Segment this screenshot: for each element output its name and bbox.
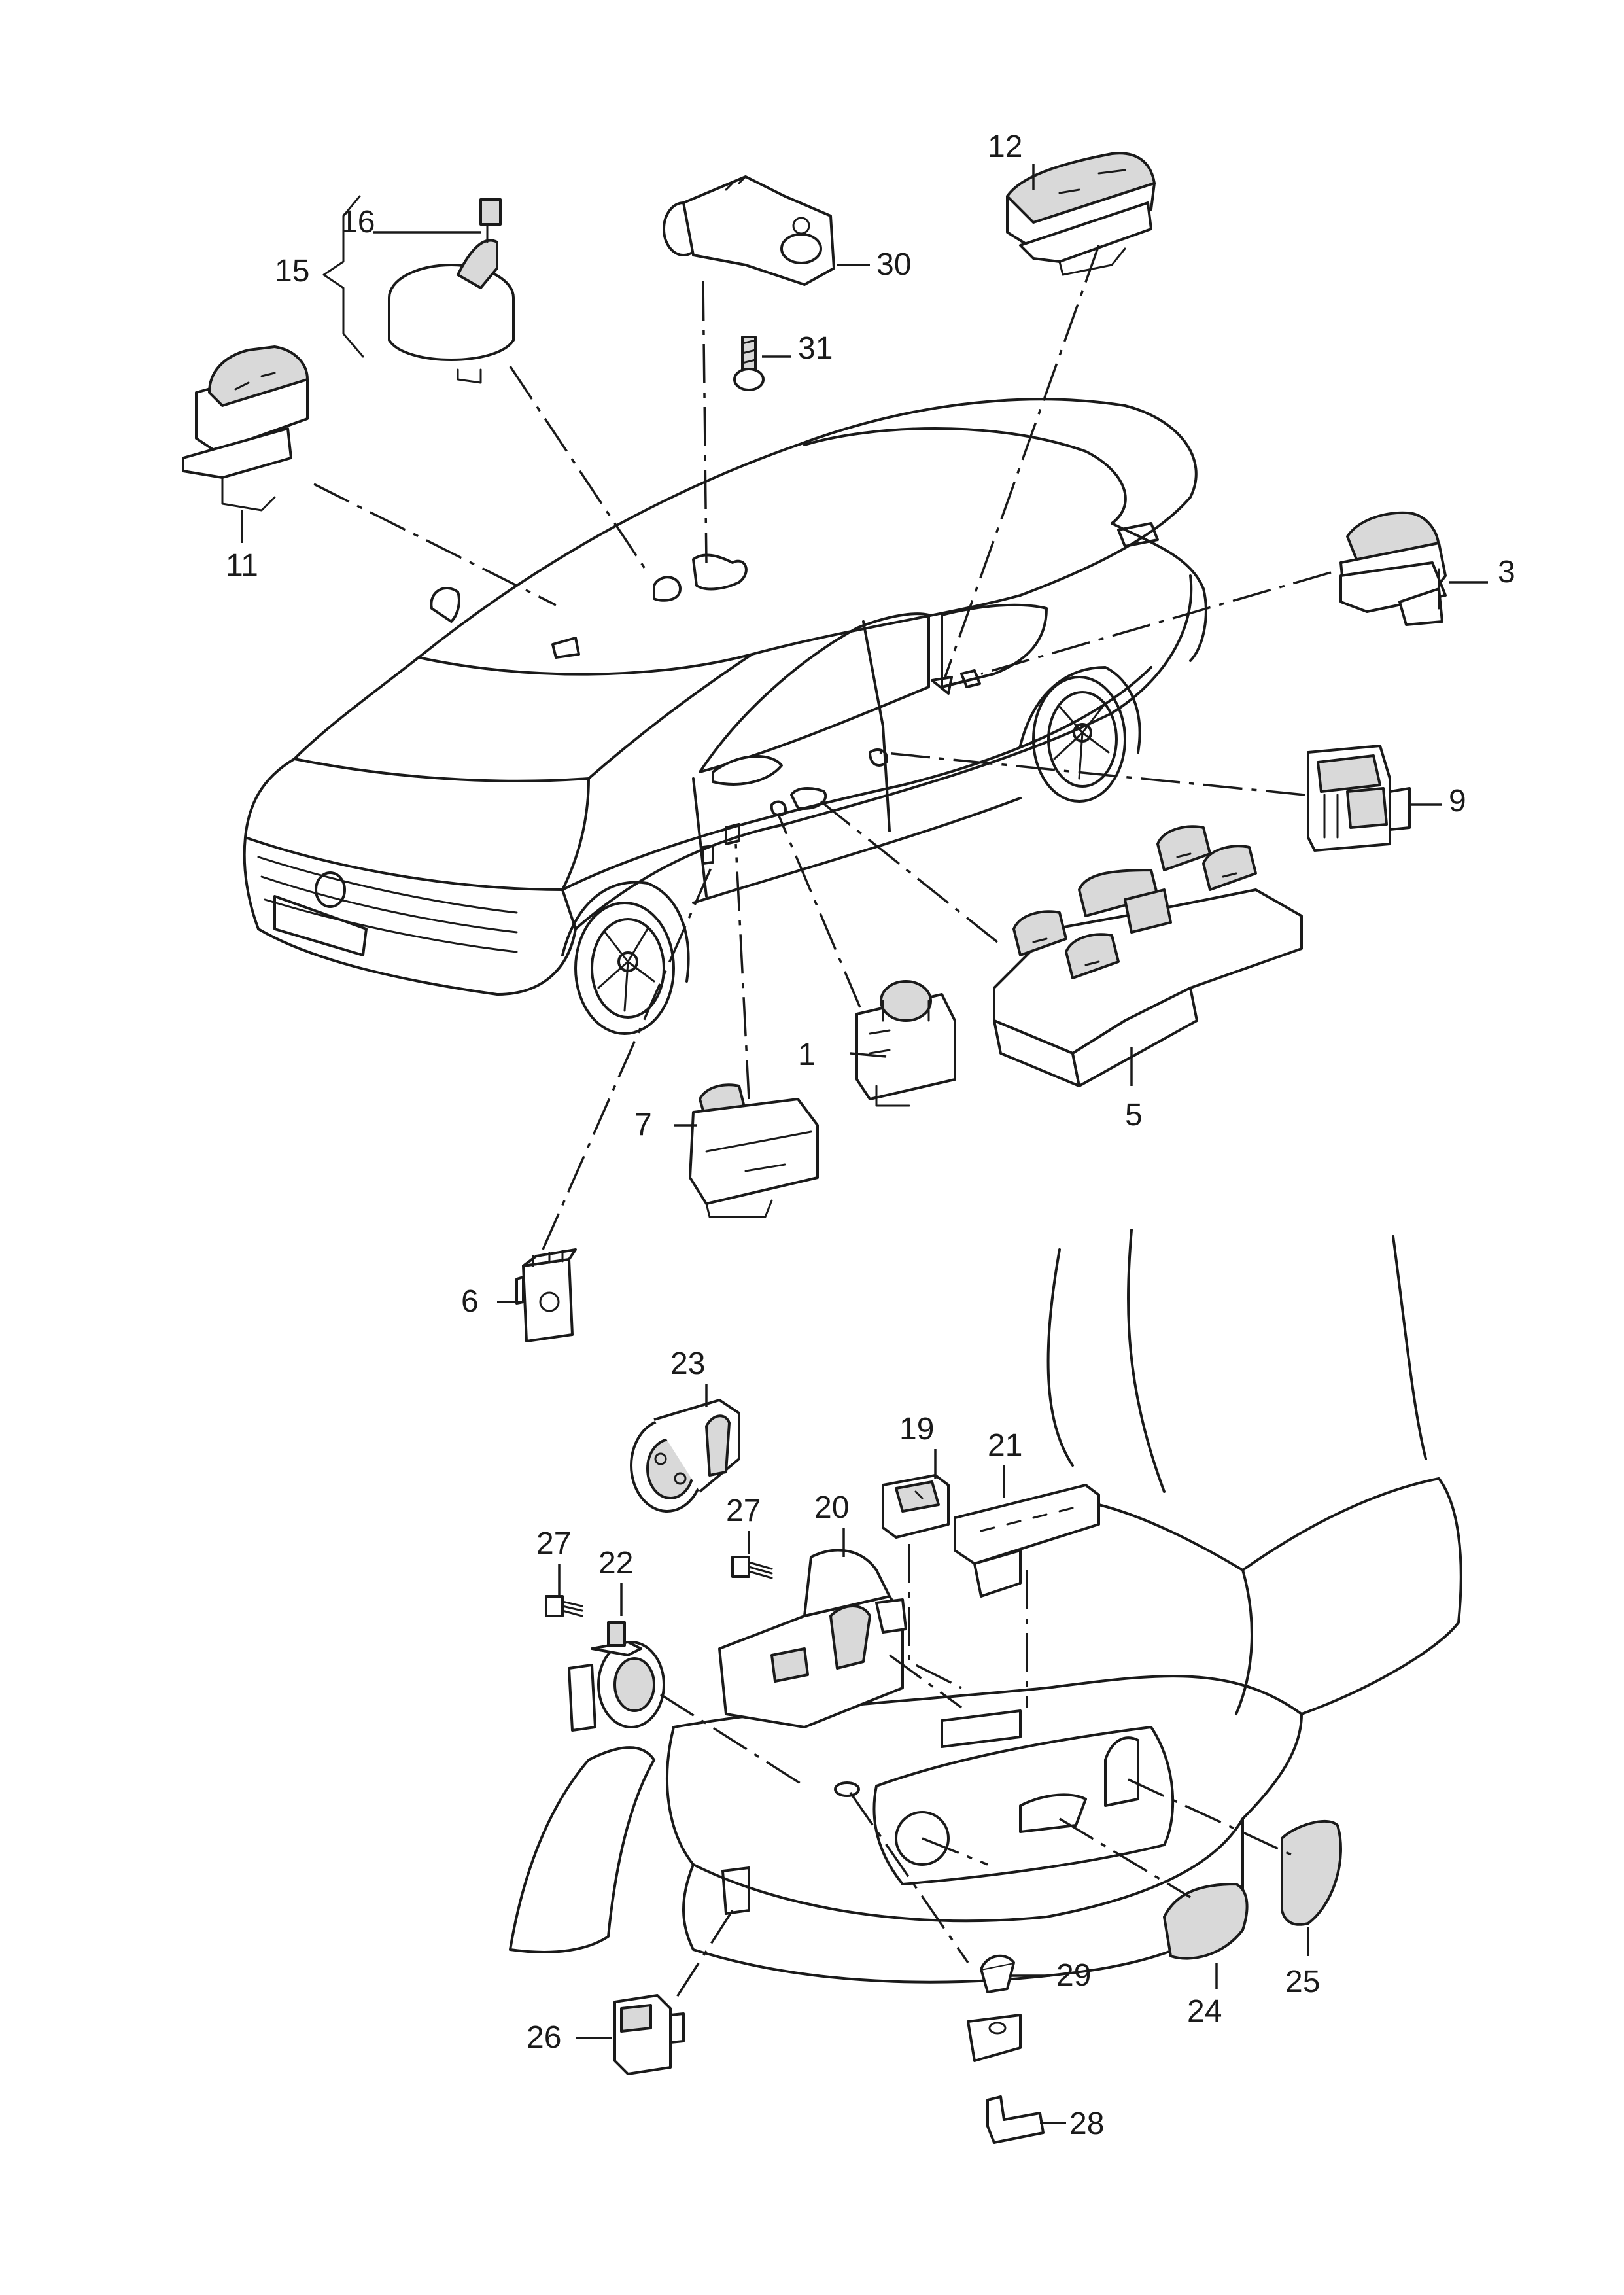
seat-outline: [509, 1229, 1462, 1984]
callout-7: 7: [634, 1108, 652, 1142]
callout-19: 19: [899, 1412, 934, 1446]
callout-11: 11: [226, 548, 258, 583]
callout-27-upper: 27: [726, 1494, 761, 1528]
callout-25: 25: [1285, 1965, 1320, 1999]
part-22-switch: [568, 1621, 665, 1732]
callout-5: 5: [1125, 1098, 1143, 1132]
callout-3: 3: [1498, 555, 1515, 589]
part-24-knob: [1163, 1883, 1249, 1960]
callout-12: 12: [988, 130, 1022, 164]
part-7-switch: [689, 1083, 819, 1218]
callout-24: 24: [1187, 1994, 1222, 2029]
callout-numbers: 16 15 12 30 31 11 3 9 1 5 7 6 23 19 21 2…: [226, 130, 1515, 2141]
leader-lines-lower: [558, 1384, 1309, 2124]
part-29-clip: [980, 1954, 1015, 1993]
callout-28: 28: [1069, 2107, 1104, 2141]
part-12-switch: [1006, 152, 1156, 276]
part-1-mirror-adjuster: [855, 980, 956, 1107]
part-23-switch: [630, 1399, 740, 1513]
callout-21: 21: [988, 1428, 1022, 1463]
callout-9: 9: [1449, 784, 1466, 818]
part-15-lock-cylinder: [388, 198, 515, 384]
callout-22: 22: [598, 1546, 633, 1581]
part-30-actuator: [663, 175, 835, 391]
part-28-bracket: [967, 2014, 1045, 2144]
callout-20: 20: [814, 1490, 849, 1525]
callout-31: 31: [798, 331, 833, 366]
part-9-switch: [1307, 745, 1411, 852]
callout-16: 16: [340, 205, 375, 239]
switch-location-markers: [551, 553, 981, 865]
part-27-screw-a: [545, 1595, 583, 1617]
part-21-switch: [954, 1484, 1100, 1598]
leader-lines-upper: [241, 164, 1488, 1303]
part-25-knob: [1281, 1819, 1342, 1926]
callout-27-left: 27: [536, 1526, 571, 1561]
part-11-switch: [182, 345, 309, 512]
callout-26: 26: [527, 2020, 561, 2055]
car-body-outline: [243, 398, 1207, 1035]
callout-23: 23: [670, 1346, 705, 1381]
callout-1: 1: [798, 1038, 816, 1072]
part-6-sensor: [515, 1248, 577, 1342]
part-5-window-switch-panel: [993, 825, 1303, 1087]
callout-30: 30: [876, 247, 911, 282]
part-20-module: [718, 1549, 907, 1728]
part-27-screw-b: [731, 1556, 773, 1579]
callout-15: 15: [275, 254, 309, 289]
callout-6: 6: [461, 1284, 479, 1319]
part-26-switch: [613, 1994, 685, 2075]
part-19-switch: [882, 1474, 950, 1539]
callout-29: 29: [1056, 1958, 1091, 1993]
part-3-switch: [1339, 511, 1447, 626]
